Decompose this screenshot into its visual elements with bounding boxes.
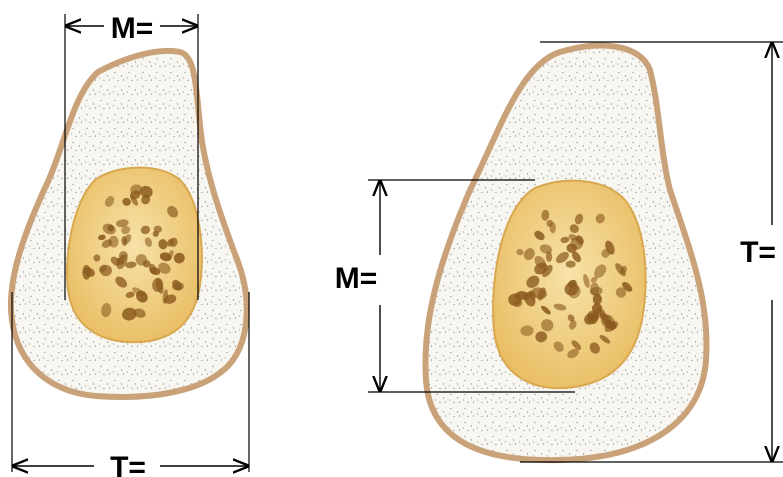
left-m-label: M= (111, 12, 154, 45)
right-t-label: T= (740, 236, 776, 269)
marrow-pore (566, 261, 576, 268)
marrow-pore (82, 265, 90, 280)
left-t-label: T= (110, 451, 146, 477)
right-m-label: M= (335, 262, 378, 295)
left-bone-section (11, 51, 247, 397)
